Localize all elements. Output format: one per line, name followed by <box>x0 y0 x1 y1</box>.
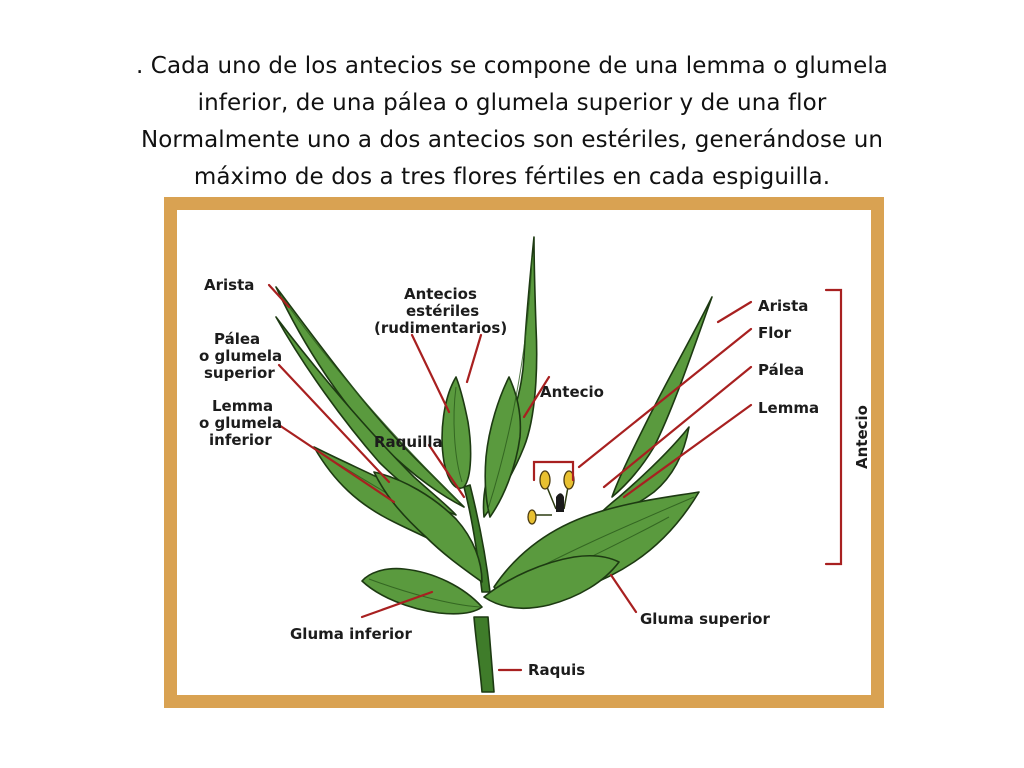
central-anthecium-blade <box>484 376 522 518</box>
right-lower-leaf <box>483 555 620 610</box>
label-flor: Flor <box>758 324 792 342</box>
label-antecios-1: Antecios <box>404 285 477 303</box>
left-lemma <box>373 471 483 583</box>
label-raquis: Raquis <box>528 661 585 679</box>
intro-text: . Cada uno de los antecios se compone de… <box>60 48 964 196</box>
diagram-labels: Arista Pálea o glumela superior Lemma o … <box>199 276 871 679</box>
label-antecio-mid: Antecio <box>540 383 604 401</box>
antecio-bracket <box>824 288 843 566</box>
spikelet-illustration <box>275 236 713 693</box>
sterile-anthecium-1 <box>441 376 472 489</box>
intro-line-2: inferior, de una pálea o glumela superio… <box>197 90 827 116</box>
anther-3 <box>527 509 537 525</box>
gluma-inferior-leaf <box>361 567 483 615</box>
intro-line-1: . Cada uno de los antecios se compone de… <box>135 53 889 79</box>
leader-lines <box>267 283 843 672</box>
spikelet-diagram: Arista Pálea o glumela superior Lemma o … <box>199 236 871 693</box>
raquis-stem <box>473 616 495 693</box>
left-palea <box>275 316 457 516</box>
right-lemma-awn <box>611 296 713 498</box>
label-palea-right: Pálea <box>758 361 804 379</box>
label-arista-right: Arista <box>758 297 808 315</box>
flower-bracket <box>532 460 575 482</box>
label-lemma-left-3: inferior <box>209 431 272 449</box>
label-raquilla: Raquilla <box>374 433 443 451</box>
label-palea-left-1: Pálea <box>214 330 260 348</box>
label-gluma-inferior: Gluma inferior <box>290 625 412 643</box>
intro-line-4: máximo de dos a tres flores fértiles en … <box>193 164 831 190</box>
label-antecios-3: (rudimentarios) <box>374 319 507 337</box>
label-lemma-left-1: Lemma <box>212 397 273 415</box>
label-gluma-superior: Gluma superior <box>640 610 770 628</box>
anther-1 <box>539 470 551 490</box>
label-antecios-2: estériles <box>406 302 479 320</box>
label-lemma-right: Lemma <box>758 399 819 417</box>
label-palea-left-3: superior <box>204 364 275 382</box>
label-antecio-bracket: Antecio <box>853 405 871 469</box>
intro-line-3: Normalmente uno a dos antecios son estér… <box>140 127 884 153</box>
flower <box>527 470 575 525</box>
label-palea-left-2: o glumela <box>199 347 282 365</box>
label-lemma-left-2: o glumela <box>199 414 282 432</box>
spikelet-figure: Arista Pálea o glumela superior Lemma o … <box>164 197 884 708</box>
central-anthecium <box>482 236 538 518</box>
label-arista-left: Arista <box>204 276 254 294</box>
